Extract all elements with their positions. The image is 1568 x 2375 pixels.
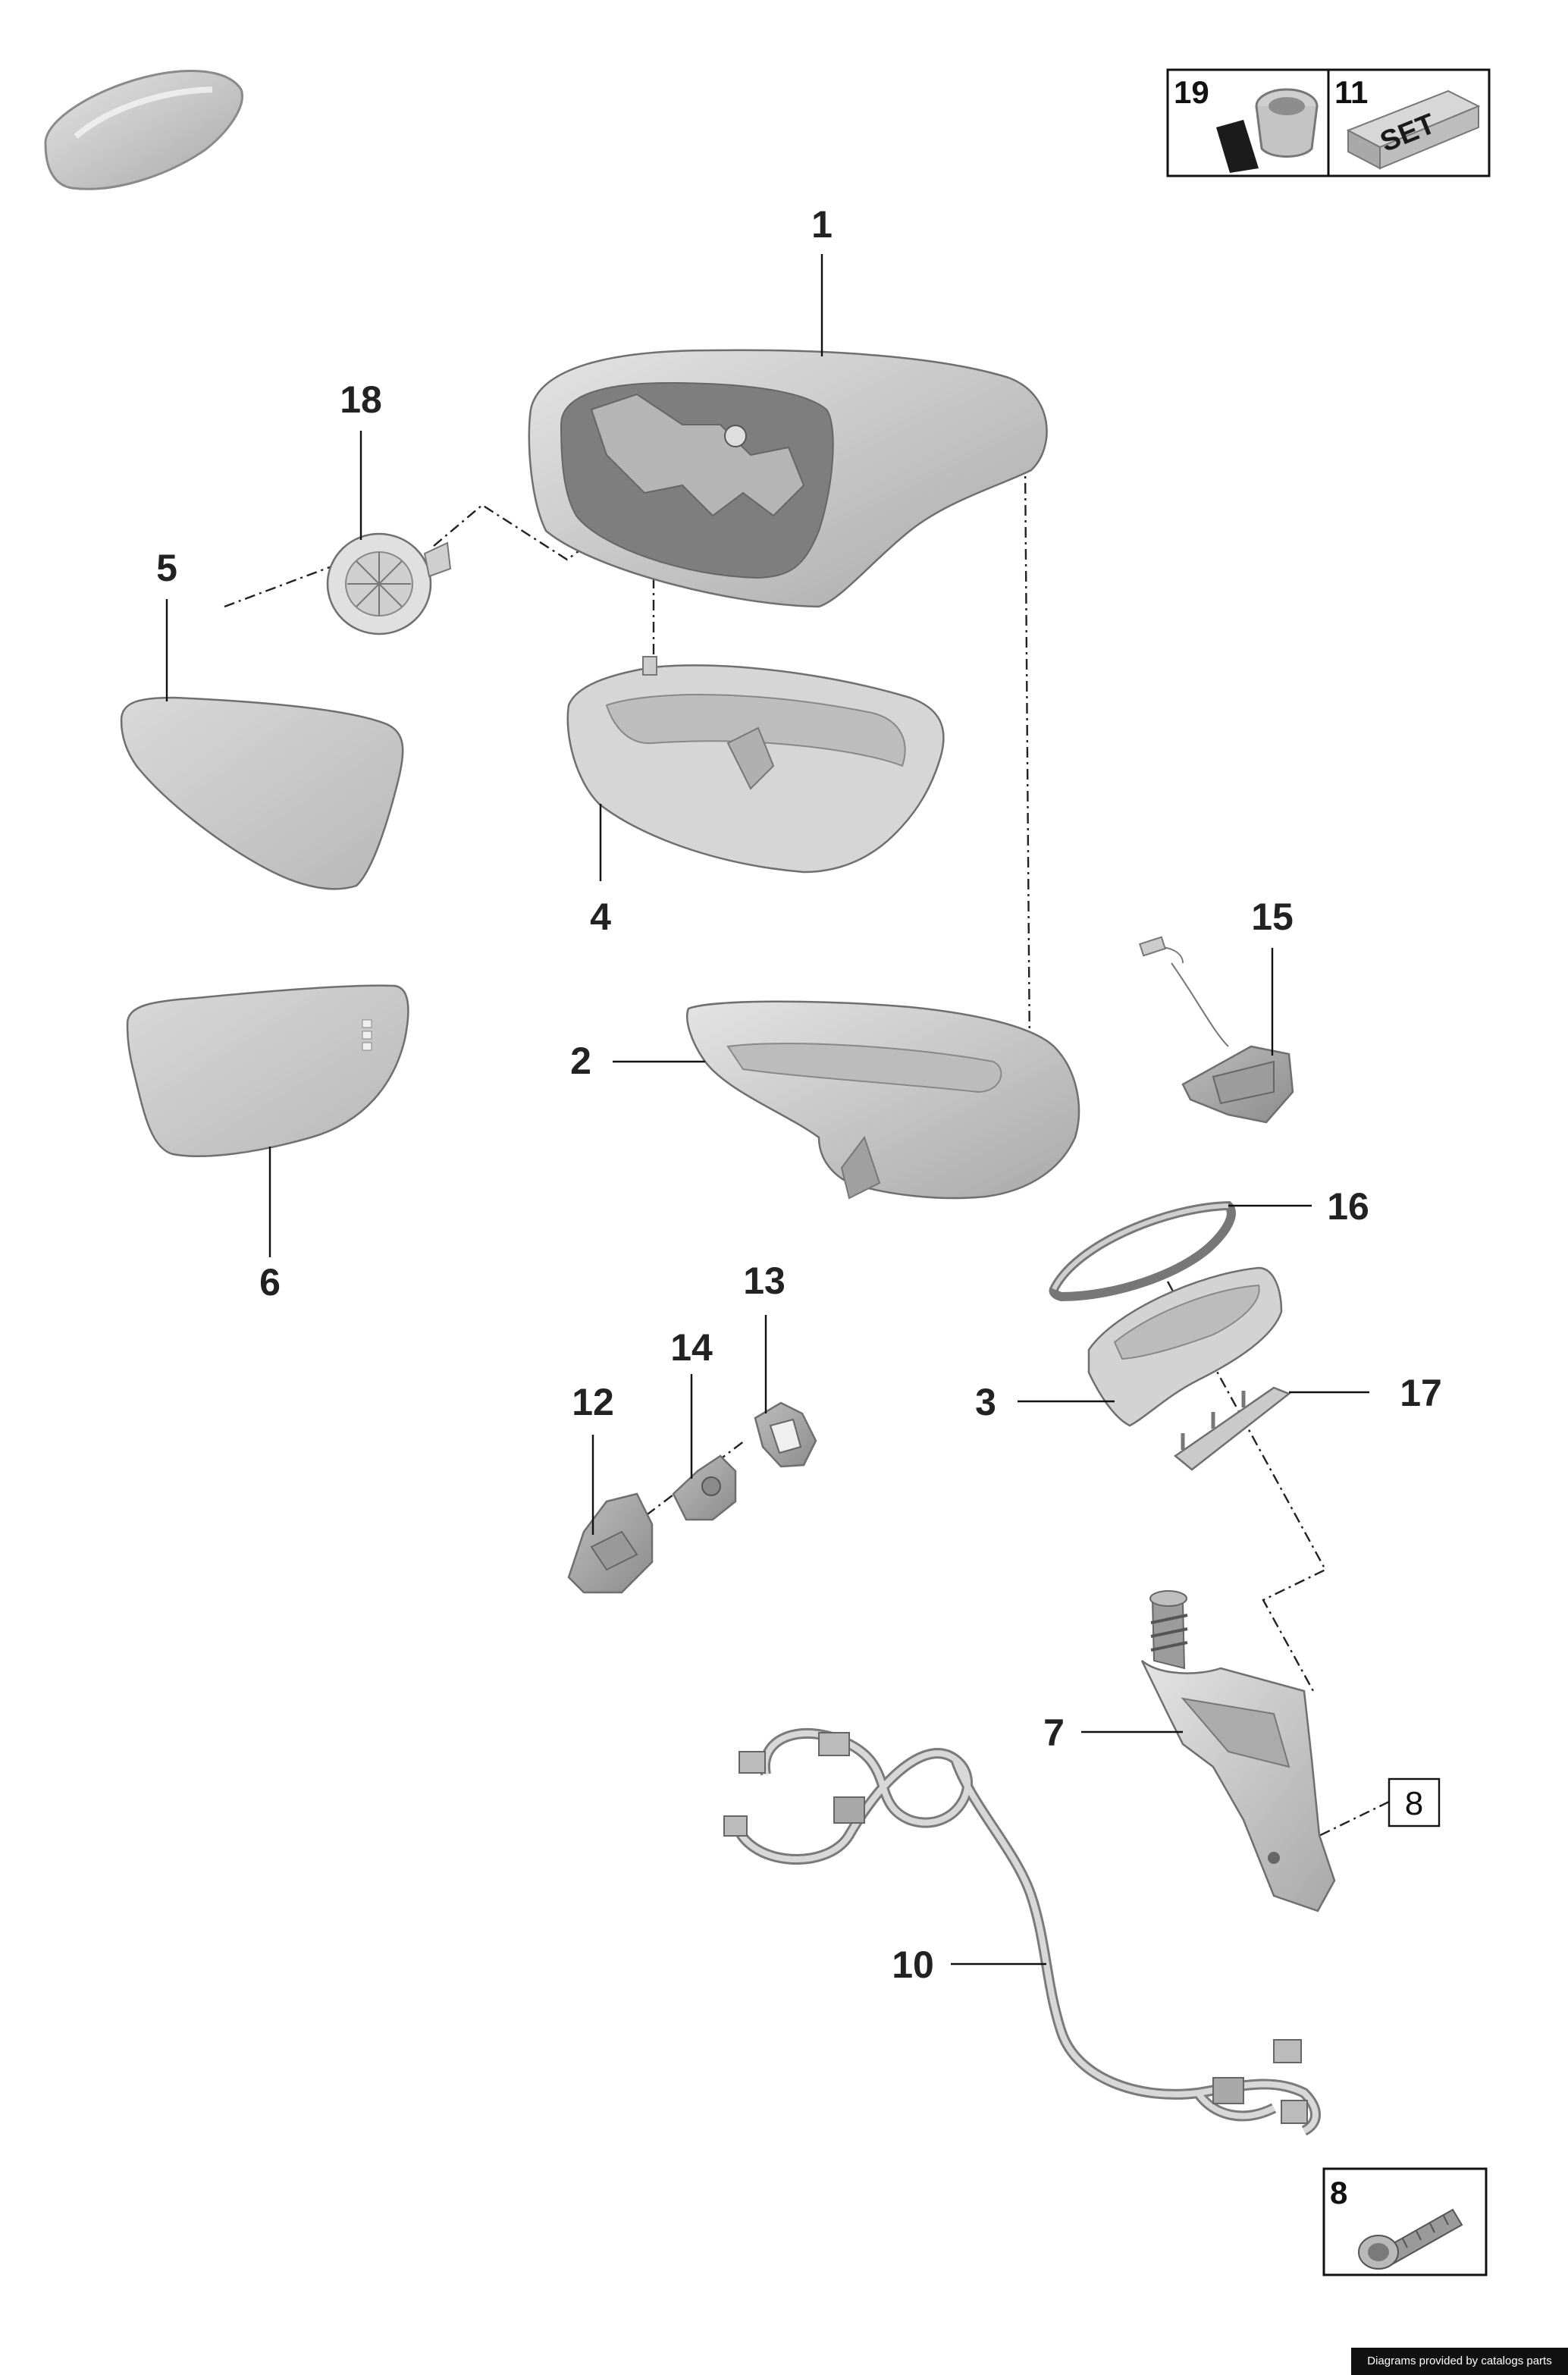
car-icon bbox=[44, 70, 243, 190]
lower-cover-part-3 bbox=[1087, 1266, 1283, 1427]
legend-bolt-box: 8 bbox=[1322, 2167, 1488, 2276]
trim-frame-part-16 bbox=[1049, 1200, 1236, 1302]
callout-16: 16 bbox=[1327, 1185, 1369, 1228]
callout-4: 4 bbox=[590, 896, 611, 938]
mirror-cover-part-4 bbox=[566, 656, 945, 874]
mirror-glass-part-6 bbox=[126, 984, 409, 1157]
callout-18: 18 bbox=[340, 378, 382, 421]
legend-item-19-label: 19 bbox=[1174, 74, 1209, 110]
callout-5: 5 bbox=[156, 547, 177, 589]
mirror-housing-part-1 bbox=[528, 349, 1048, 608]
callout-1: 1 bbox=[811, 203, 833, 246]
clip-strip-part-17 bbox=[1173, 1386, 1291, 1471]
bracket-part-13 bbox=[754, 1401, 817, 1468]
boxed-callout-8: 8 bbox=[1388, 1777, 1441, 1828]
callout-6: 6 bbox=[259, 1261, 281, 1304]
bracket-part-12 bbox=[567, 1492, 654, 1594]
bracket-part-14 bbox=[672, 1454, 737, 1521]
callout-7: 7 bbox=[1043, 1711, 1065, 1754]
mirror-mount-part-7 bbox=[1140, 1590, 1336, 1912]
callout-3: 3 bbox=[975, 1381, 996, 1423]
callout-12: 12 bbox=[572, 1381, 614, 1423]
callout-14: 14 bbox=[670, 1326, 713, 1369]
wiring-harness-part-10 bbox=[723, 1728, 1321, 2136]
mirror-base-part-2 bbox=[686, 1000, 1080, 1200]
callout-10: 10 bbox=[892, 1944, 934, 1986]
turn-signal-lamp-part-15 bbox=[1139, 936, 1294, 1124]
legend-kit-box: 19 11 SET bbox=[1166, 68, 1491, 177]
sealant-cartridge-icon bbox=[1216, 88, 1319, 173]
leader-lines bbox=[165, 254, 1369, 1966]
callout-2: 2 bbox=[570, 1040, 591, 1082]
boxed-callout-8-label: 8 bbox=[1405, 1785, 1423, 1822]
callout-13: 13 bbox=[743, 1260, 786, 1302]
assembly-lines bbox=[224, 439, 1390, 1859]
callout-numbers: 1 18 5 4 6 2 15 16 3 17 12 14 13 7 10 bbox=[156, 203, 1442, 1986]
mirror-adjust-motor-part-18 bbox=[326, 532, 452, 635]
callout-17: 17 bbox=[1400, 1372, 1442, 1414]
credit-label: Diagrams provided by catalogs parts bbox=[1351, 2348, 1568, 2375]
bolt-icon bbox=[1358, 2208, 1463, 2270]
mirror-glass-part-5 bbox=[120, 696, 404, 890]
callout-15: 15 bbox=[1251, 896, 1294, 938]
legend-item-8-label: 8 bbox=[1330, 2175, 1347, 2210]
legend-item-11-label: 11 bbox=[1334, 74, 1368, 110]
